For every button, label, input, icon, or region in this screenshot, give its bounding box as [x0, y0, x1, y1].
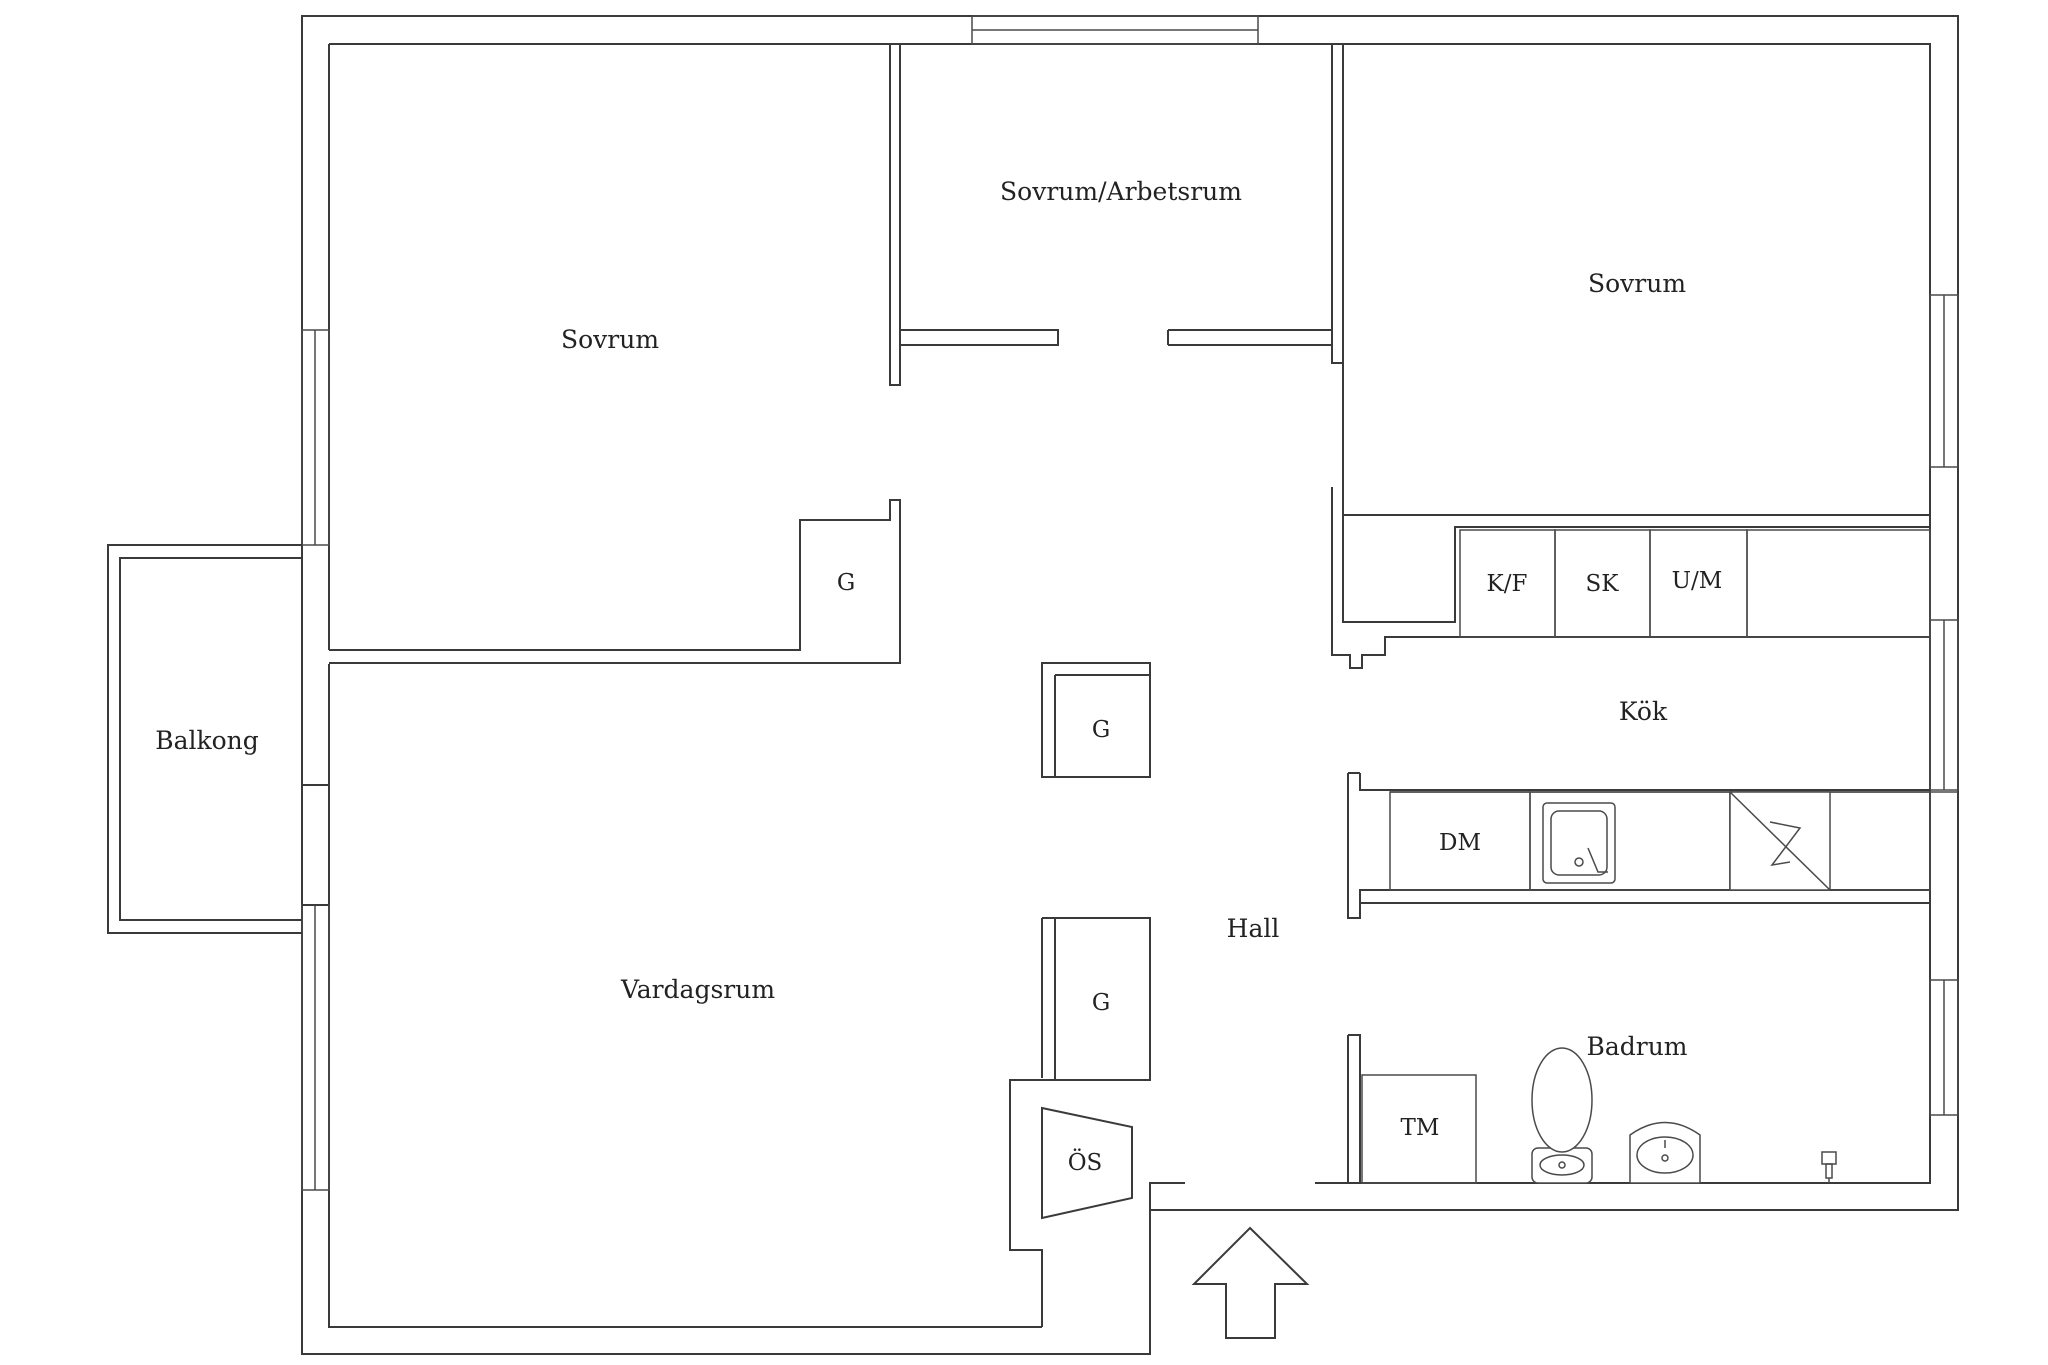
- label-hall: Hall: [1227, 914, 1280, 943]
- kitchen-sink-icon: [1542, 802, 1616, 884]
- entrance-arrow-icon: [1191, 1226, 1310, 1339]
- fixture-labels: G G G ÖS K/F SK U/M DM TM: [837, 568, 1723, 1176]
- stove-icon: [1729, 791, 1831, 891]
- room-labels: Sovrum Sovrum/Arbetsrum Sovrum Balkong V…: [155, 177, 1688, 1061]
- hall-fixtures: [1009, 662, 1185, 1327]
- label-cabinet-sk: SK: [1586, 571, 1620, 597]
- kitchen-upper-cabinets: [1459, 529, 1931, 638]
- floor-drain-icon: [1821, 1151, 1837, 1183]
- washbasin-icon: [1629, 1121, 1701, 1184]
- right-bedroom-walls: [1331, 363, 1930, 669]
- label-bedroom-office: Sovrum/Arbetsrum: [1000, 177, 1242, 206]
- outer-walls: [301, 15, 1959, 1355]
- label-wardrobe-bedroom: G: [837, 570, 855, 596]
- label-bedroom-right: Sovrum: [1588, 269, 1686, 298]
- label-wardrobe-hall-lower: G: [1092, 990, 1110, 1016]
- balcony: [107, 544, 329, 934]
- bathroom-fixtures: [1361, 1047, 1837, 1184]
- label-fireplace: ÖS: [1068, 1149, 1103, 1176]
- label-fridge-freezer: K/F: [1487, 571, 1528, 597]
- toilet-icon: [1531, 1047, 1593, 1184]
- label-washing-machine: TM: [1401, 1115, 1440, 1141]
- label-oven-micro: U/M: [1672, 568, 1723, 594]
- label-kitchen: Kök: [1619, 697, 1668, 726]
- label-living-room: Vardagsrum: [620, 975, 775, 1004]
- bedroom-office-walls: [900, 44, 1344, 364]
- label-bathroom: Badrum: [1586, 1032, 1687, 1061]
- label-balcony: Balkong: [155, 726, 259, 755]
- bedroom-left-walls: [329, 44, 901, 664]
- label-wardrobe-hall-upper: G: [1092, 717, 1110, 743]
- label-dishwasher: DM: [1439, 830, 1481, 856]
- label-bedroom-left: Sovrum: [561, 325, 659, 354]
